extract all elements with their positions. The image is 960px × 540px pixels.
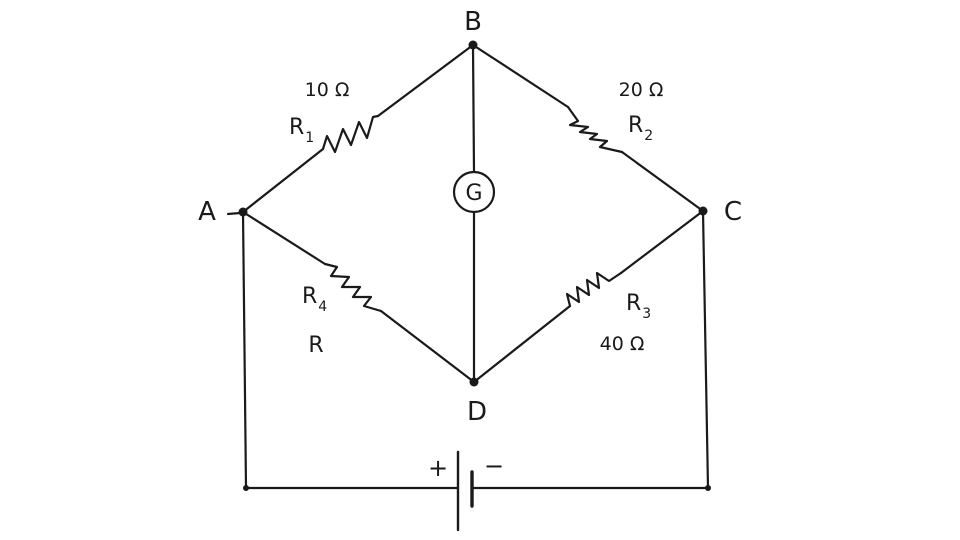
r4-subscript: 4	[318, 299, 327, 315]
node-b-dot	[468, 40, 478, 50]
wire-r1-b	[376, 43, 475, 118]
node-a-dot	[238, 207, 248, 217]
resistor-r3	[565, 271, 623, 308]
r4-name: R	[302, 284, 317, 309]
wire-d-r3	[472, 304, 572, 384]
node-c-label: C	[724, 197, 742, 227]
wire-r4-d	[379, 309, 476, 384]
wire-r3-c	[619, 209, 705, 275]
r3-name-label: R3	[626, 291, 651, 322]
r1-name-label: R1	[289, 115, 314, 146]
r2-subscript: 2	[644, 128, 653, 144]
wire-a-r4	[241, 210, 327, 266]
node-d-dot	[469, 377, 479, 387]
node-d-label: D	[467, 397, 487, 427]
r2-name: R	[628, 113, 643, 138]
resistor-r2	[566, 105, 624, 154]
battery-plus-label: +	[428, 454, 448, 482]
galvanometer-label: G	[465, 181, 482, 206]
node-a-label: A	[198, 197, 216, 227]
wire-c-down	[701, 209, 710, 490]
wire-a-down	[241, 210, 248, 490]
r1-value-label: 10 Ω	[305, 79, 350, 101]
r2-name-label: R2	[628, 113, 653, 144]
r3-value-label: 40 Ω	[600, 333, 645, 355]
resistor-r4	[323, 262, 383, 313]
wire-b-r2	[471, 43, 570, 109]
r3-name: R	[626, 291, 641, 316]
resistor-r1	[321, 114, 380, 154]
corner-bottom-right-dot	[705, 485, 711, 491]
r2-value-label: 20 Ω	[619, 79, 664, 101]
wire-a-r1	[241, 147, 325, 214]
galvanometer-circle	[452, 170, 496, 214]
r4-name-label: R4	[302, 284, 327, 315]
node-a-tick	[226, 211, 242, 216]
wire-b-galvanometer	[471, 43, 476, 174]
r1-subscript: 1	[305, 130, 314, 146]
wire-r2-c	[620, 150, 705, 213]
r3-subscript: 3	[642, 306, 651, 322]
battery-minus-label: −	[484, 452, 504, 480]
corner-bottom-left-dot	[243, 485, 249, 491]
node-c-dot	[698, 206, 708, 216]
r1-name: R	[289, 115, 304, 140]
r4-value-label: R	[308, 333, 323, 358]
node-b-label: B	[464, 7, 482, 37]
